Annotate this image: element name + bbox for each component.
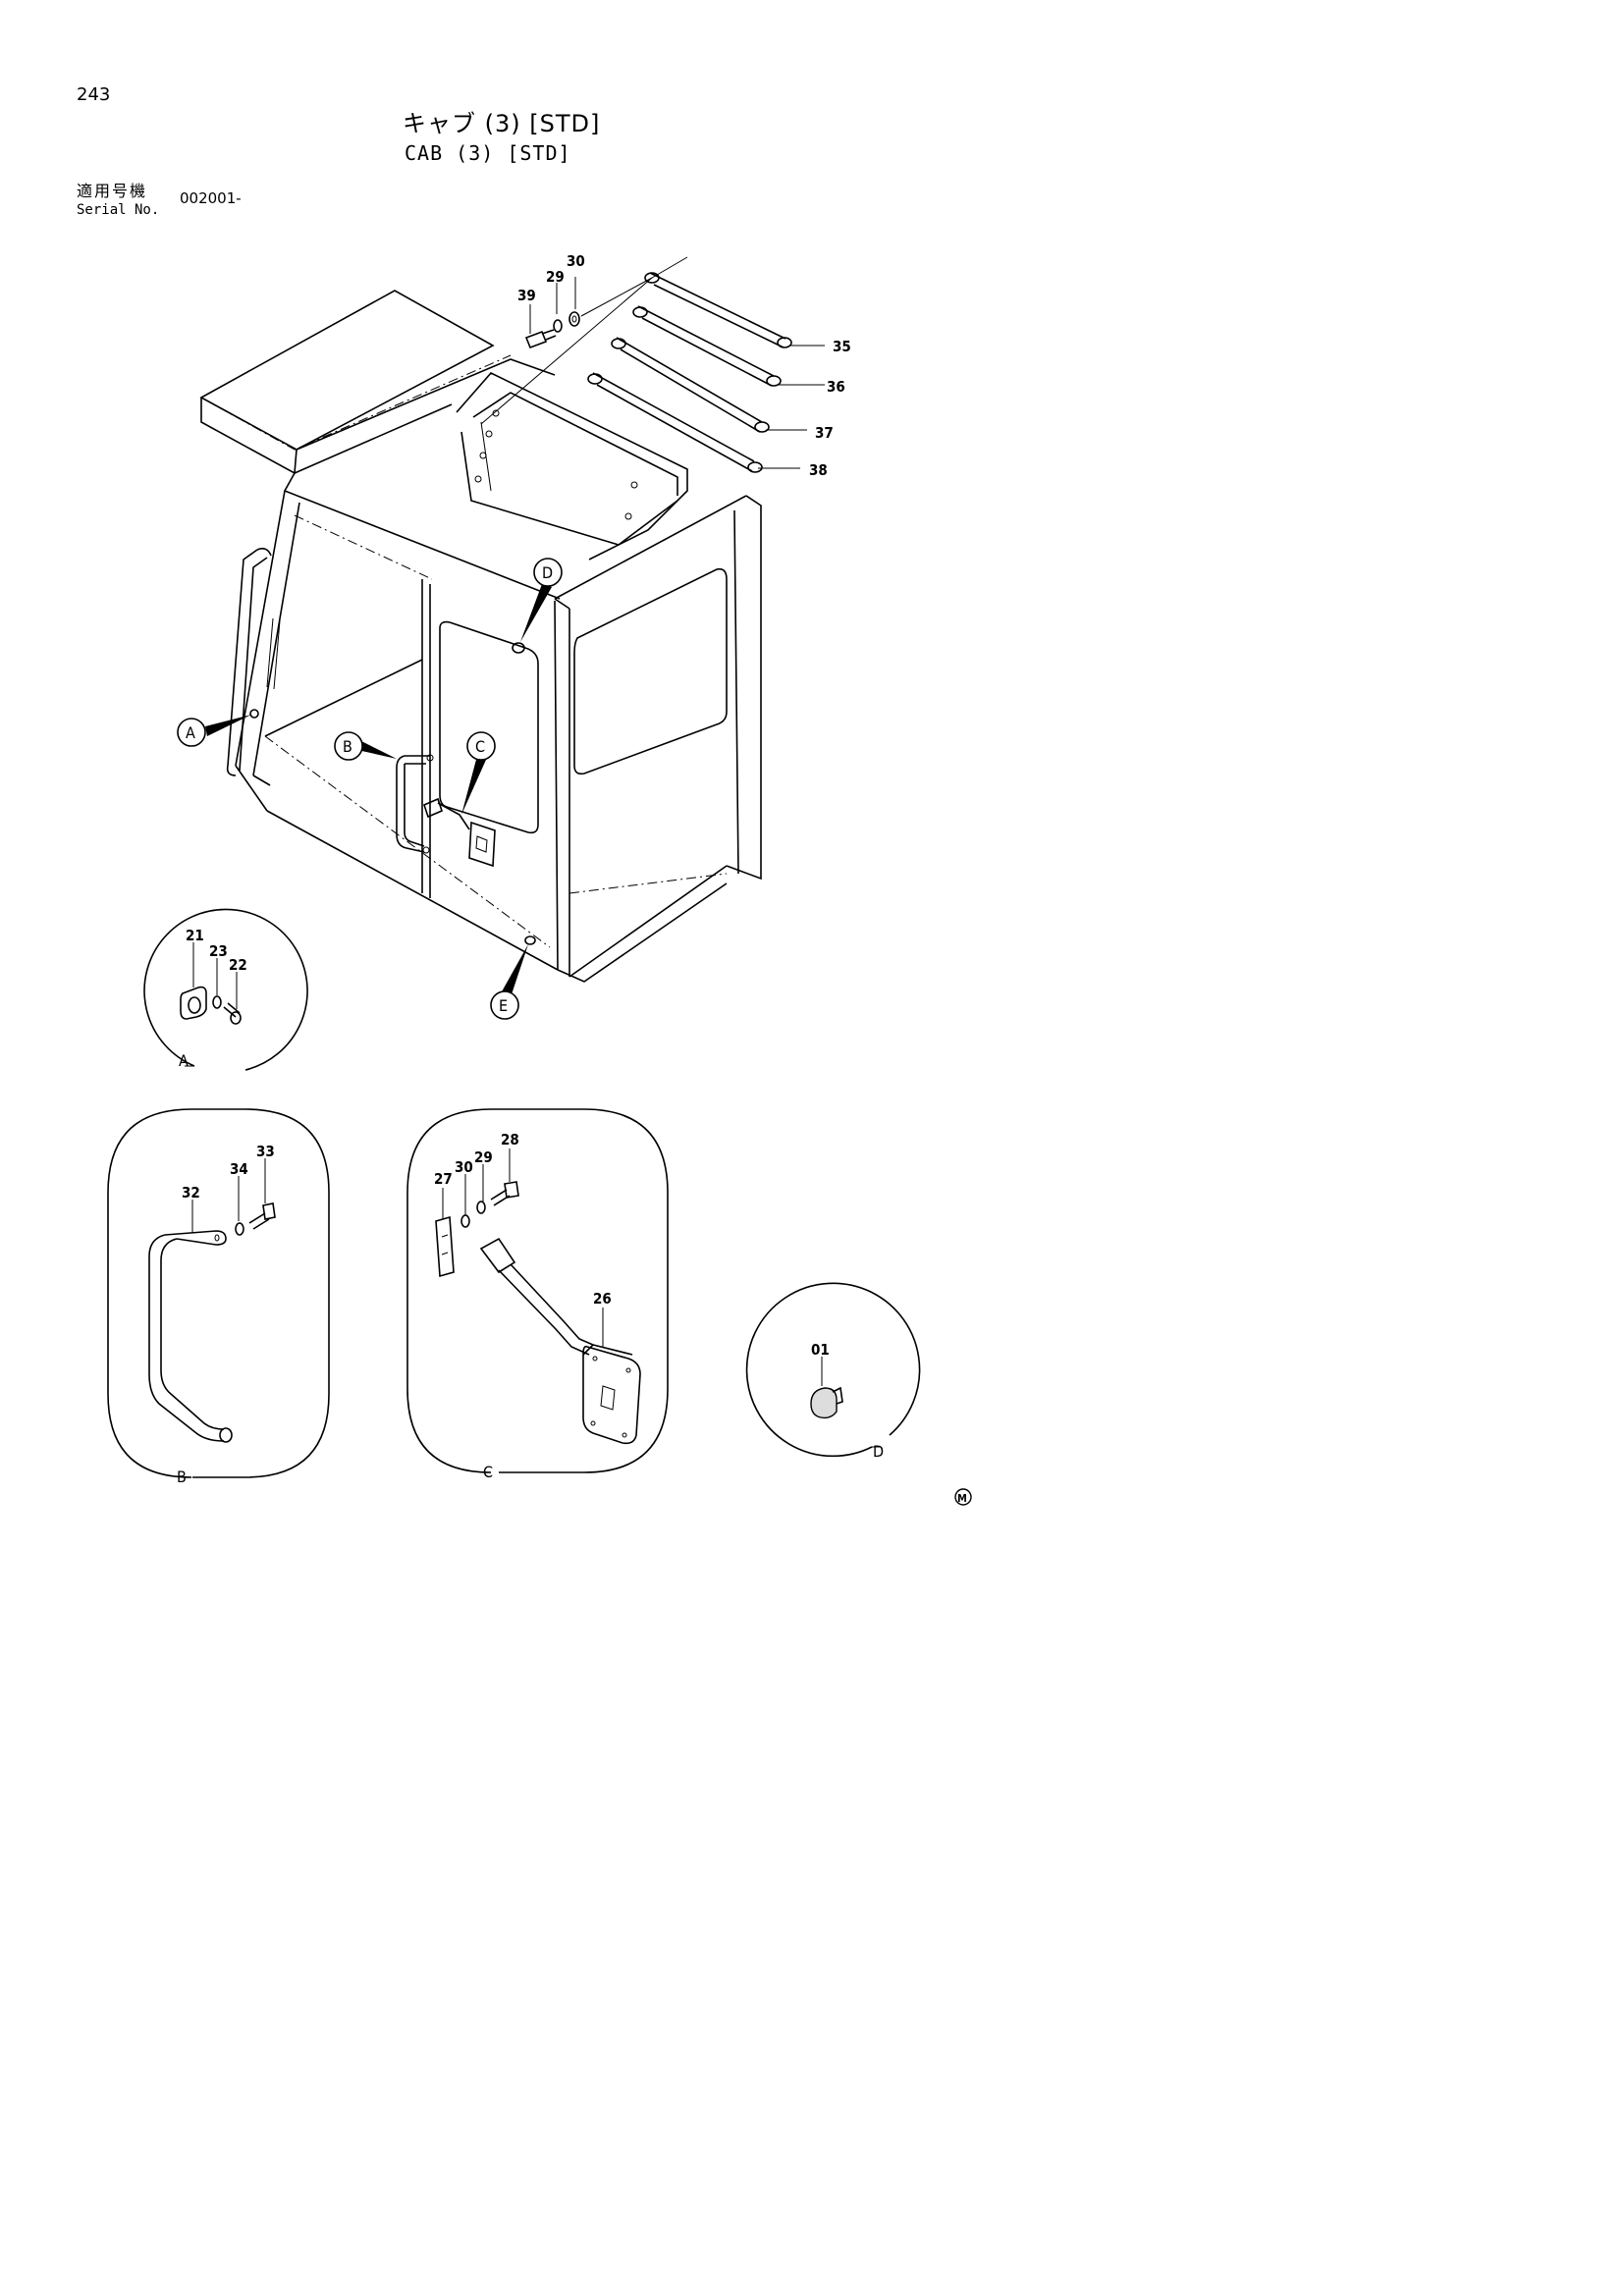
detail-d [745,1282,921,1458]
part-number-30-detail: 30 [455,1158,473,1176]
callout-label-d: D [542,563,553,582]
detail-label-a: A [179,1051,189,1070]
part-number-01: 01 [811,1341,830,1359]
cab-parts-diagram: 35 36 37 38 39 29 30 A B C D E 2 [107,252,972,1506]
detail-label-d: D [873,1442,884,1461]
part-number-29-detail: 29 [474,1148,493,1166]
part-number-28: 28 [501,1131,519,1148]
part-number-30-top: 30 [567,252,585,270]
part-number-22: 22 [229,956,247,974]
part-number-39: 39 [517,287,536,304]
page-title-japanese: キャブ (3) [STD] [403,110,601,137]
callout-label-e: E [499,996,508,1015]
part-number-36: 36 [827,378,845,396]
detail-label-c: C [483,1463,493,1481]
rod-set [480,256,825,473]
serial-label-japanese: 適用号機 [77,182,148,200]
page-number: 243 [77,84,111,105]
callout-b: B [334,731,397,761]
page-title-english: CAB (3) [STD] [405,141,571,165]
detail-b [107,1108,330,1478]
serial-number-value: 002001- [180,189,242,207]
part-number-33: 33 [256,1143,275,1160]
callout-c: C [461,731,496,815]
part-number-23: 23 [209,942,228,960]
callout-label-c: C [475,737,485,756]
callout-e: E [490,944,528,1020]
part-number-35: 35 [833,338,851,355]
part-number-27: 27 [434,1170,453,1188]
part-number-26: 26 [593,1290,612,1308]
part-number-37: 37 [815,424,834,442]
detail-a [143,908,308,1071]
cab-assembly-drawing [199,290,762,983]
part-number-34: 34 [230,1160,248,1178]
m-mark-letter: M [957,1492,967,1505]
callout-label-b: B [343,737,352,756]
callout-label-a: A [186,723,195,742]
detail-label-b: B [177,1468,187,1486]
serial-label-english: Serial No. [77,202,160,218]
detail-c [406,1108,669,1473]
part-number-21: 21 [186,927,204,944]
part-number-32: 32 [182,1184,200,1201]
part-number-29-top: 29 [546,268,565,286]
callout-a: A [177,715,251,747]
part-number-38: 38 [809,461,828,479]
callout-d: D [520,558,563,642]
m-mark-icon: M [954,1488,972,1506]
